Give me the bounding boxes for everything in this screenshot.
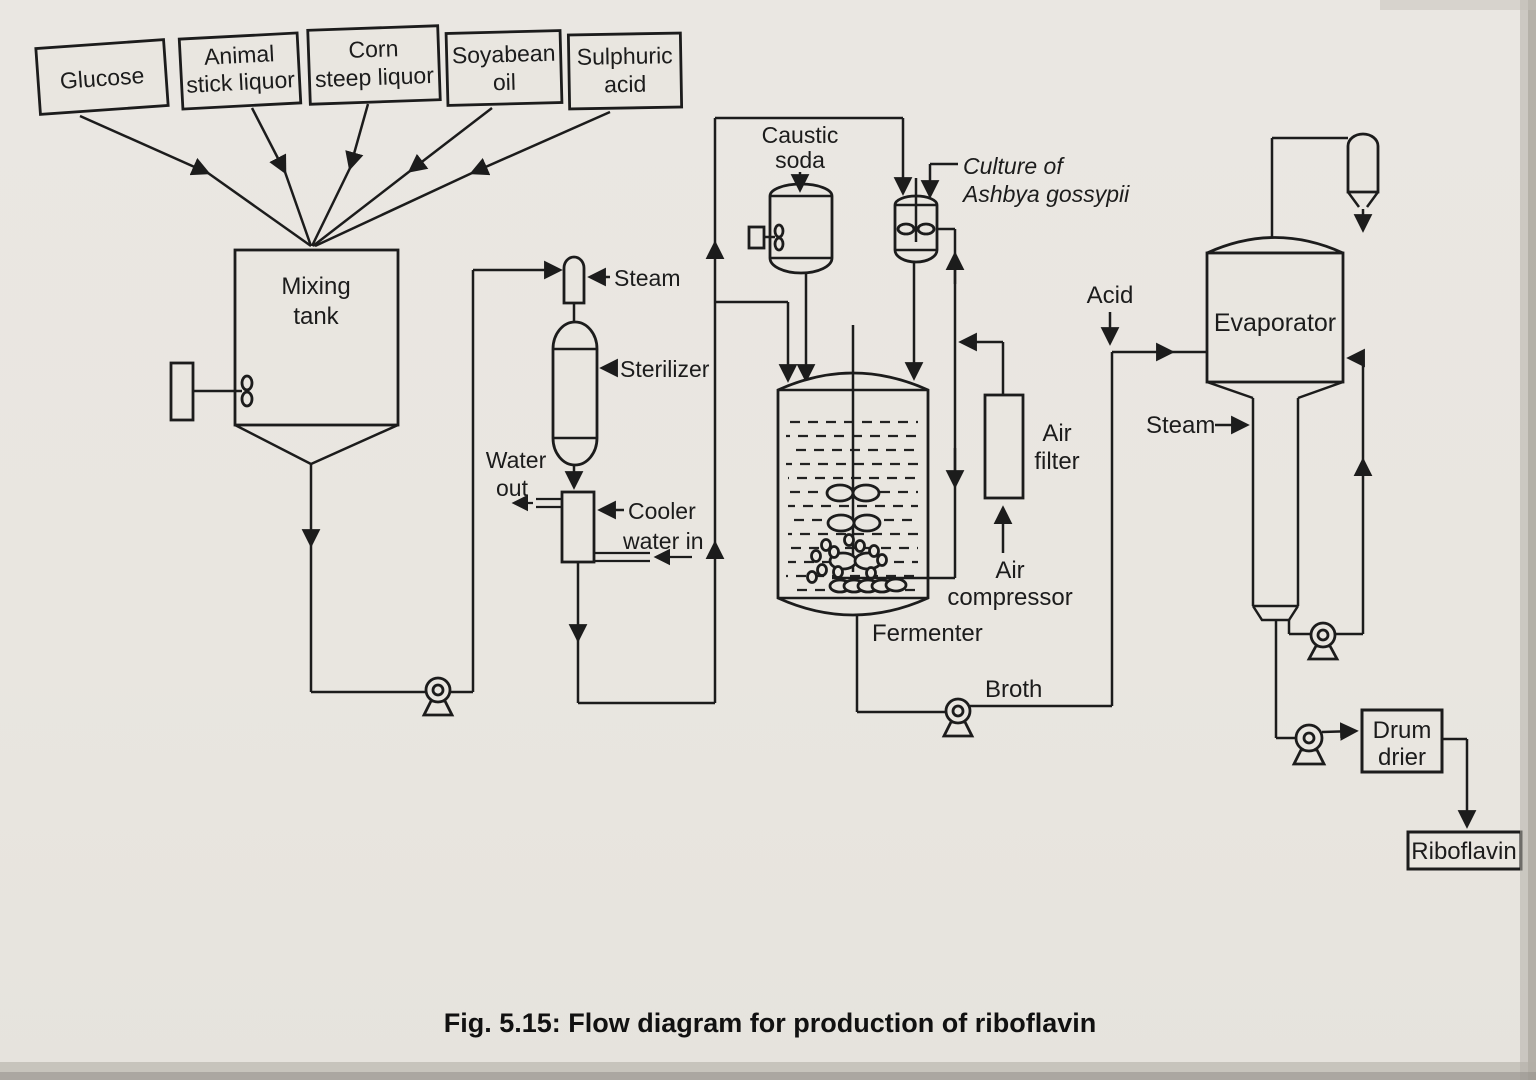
air-filter: Air filter Air compressor [947, 393, 1080, 611]
steam-label: Steam [614, 265, 680, 291]
caustic-impeller [773, 223, 785, 239]
drum-drier-label-line1: Drum [1373, 717, 1432, 744]
air-compressor-label-line1: Air [995, 557, 1024, 584]
caustic-soda-vessel: Caustic soda [747, 122, 839, 275]
culture-label-line1: Culture of [963, 153, 1065, 179]
evaporator-lines [1215, 136, 1477, 829]
evaporator-label: Evaporator [1214, 309, 1336, 337]
mixing-tank-label-line1: Mixing [281, 273, 350, 300]
mixing-tank-impeller [240, 374, 254, 392]
feed-box-sulphuric-label-line2: acid [604, 71, 647, 98]
condenser [1346, 132, 1380, 208]
steam-injector: Steam [562, 255, 680, 305]
water-out-label-line2: out [496, 475, 529, 501]
feed-box-soyabean-oil: Soyabean oil [444, 29, 564, 107]
culture-impeller [896, 222, 916, 236]
air-filter-label-line2: filter [1034, 448, 1079, 475]
pump-concentrate [1291, 723, 1327, 766]
mixing-tank-motor [169, 361, 195, 422]
feed-box-animal-stick-liquor: Animal stick liquor [177, 31, 303, 111]
air-filter-label-line1: Air [1042, 420, 1071, 447]
feed-box-soyabean-label-line2: oil [493, 69, 517, 96]
feed-box-corn-steep-liquor: Corn steep liquor [306, 24, 442, 106]
feed-box-animal-label-line1: Animal [203, 40, 275, 70]
drum-drier-label-line2: drier [1378, 744, 1426, 771]
feed-arrows [79, 103, 611, 248]
fermenter-sparger [828, 577, 908, 594]
feed-box-soyabean-label-line1: Soyabean [452, 40, 556, 69]
pump-recirculation [1306, 621, 1340, 661]
caustic-soda-label-line2: soda [775, 147, 825, 173]
evaporator-steam-label: Steam [1146, 412, 1215, 439]
broth-label: Broth [985, 676, 1042, 703]
riboflavin-box: Riboflavin [1406, 830, 1523, 871]
fermenter: Fermenter [776, 325, 983, 647]
fermenter-label: Fermenter [872, 620, 983, 647]
water-in-label: water in [622, 528, 704, 554]
riboflavin-label: Riboflavin [1411, 838, 1516, 865]
culture-label-line2: Ashbya gossypii [961, 181, 1130, 207]
caustic-motor [747, 225, 766, 250]
pump-broth [941, 697, 975, 738]
pipe-mixingtank-to-sterilizer [301, 260, 563, 694]
air-compressor-label-line2: compressor [947, 584, 1072, 611]
mixing-tank-label-line2: tank [293, 303, 339, 330]
evaporator: Evaporator Steam [1146, 236, 1345, 622]
feed-box-animal-label-line2: stick liquor [186, 66, 296, 98]
feed-box-glucose-label: Glucose [59, 62, 145, 94]
figure-caption: Fig. 5.15: Flow diagram for production o… [444, 1008, 1097, 1038]
culture-vessel: Culture of Ashbya gossypii [893, 153, 1130, 264]
feed-box-sulphuric-acid: Sulphuric acid [566, 31, 684, 111]
pipe-cooler-to-fermenter-loop [568, 116, 913, 705]
cooler: Water out Cooler water in [486, 447, 704, 566]
feed-box-sulphuric-label-line1: Sulphuric [577, 42, 673, 70]
feed-box-corn-label-line2: steep liquor [315, 62, 435, 92]
air-line [937, 227, 1013, 578]
mixing-tank: Mixing tank [169, 248, 400, 466]
acid-label: Acid [1087, 282, 1134, 309]
cooler-label: Cooler [628, 498, 696, 524]
sterilizer: Sterilizer [551, 320, 710, 467]
sterilizer-label: Sterilizer [620, 356, 710, 382]
water-out-label-line1: Water [486, 447, 547, 473]
drum-drier: Drum drier [1360, 708, 1444, 774]
feed-box-glucose: Glucose [34, 38, 170, 116]
broth-line [855, 312, 1207, 714]
fermenter-impellers [825, 483, 883, 571]
fermenter-bubbles [806, 533, 888, 584]
feed-box-corn-label-line1: Corn [348, 35, 399, 63]
pump-medium [421, 676, 455, 717]
caustic-soda-label-line1: Caustic [762, 122, 839, 148]
